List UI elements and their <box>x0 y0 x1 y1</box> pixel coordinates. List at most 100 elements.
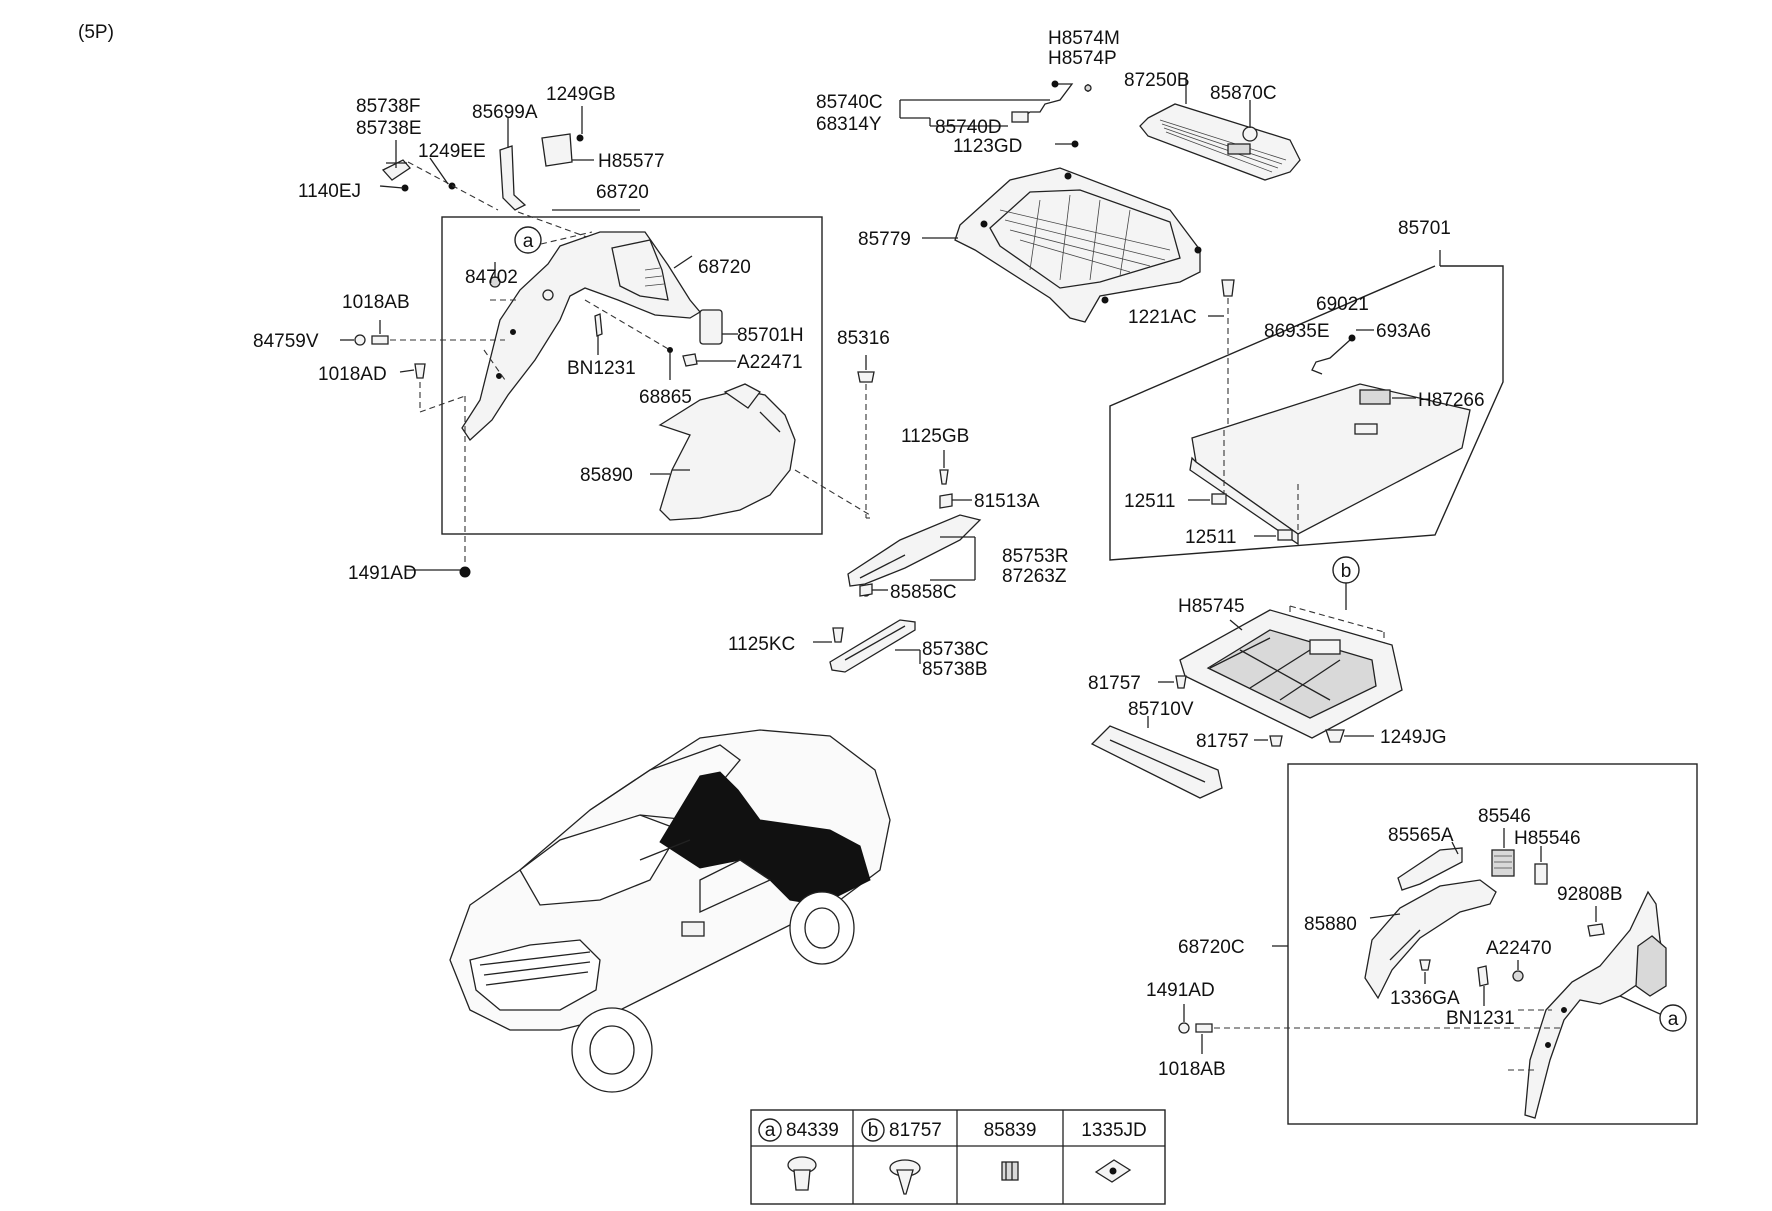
label-85779: 85779 <box>858 229 911 250</box>
cover-h85546 <box>1534 863 1548 885</box>
clip-85316 <box>857 371 875 383</box>
label-81757-a: 81757 <box>1088 673 1141 694</box>
bracket-h85577 <box>541 106 594 167</box>
callout-a-right-text: a <box>1668 1009 1679 1030</box>
clip-81757-a <box>1175 675 1187 689</box>
label-12511-b: 12511 <box>1185 527 1236 548</box>
clip-12511-b <box>1277 529 1293 541</box>
legend-code-84339: 84339 <box>786 1120 839 1141</box>
legend-mark-b <box>861 1118 885 1142</box>
label-h87266: H87266 <box>1418 390 1485 411</box>
label-85870c: 85870C <box>1210 83 1277 104</box>
callout-b-text: b <box>1341 561 1352 582</box>
trim-85565a <box>1397 847 1463 891</box>
label-1125gb: 1125GB <box>901 426 969 447</box>
quarter-trim-68720 <box>461 231 701 441</box>
label-1018ab-left: 1018AB <box>342 292 410 313</box>
clip-81757-icon <box>889 1159 921 1195</box>
label-85699a: 85699A <box>472 102 538 123</box>
label-68720-top: 68720 <box>596 182 649 203</box>
floor-panel-box <box>1109 265 1504 561</box>
label-h8574m: H8574M <box>1048 28 1120 49</box>
tray-group: b <box>1090 556 1403 799</box>
label-85738e: 85738E <box>356 118 422 139</box>
label-a22470: A22470 <box>1486 938 1552 959</box>
label-85753r: 85753R <box>1002 546 1069 567</box>
clip-81513a <box>939 493 953 509</box>
label-1249jg: 1249JG <box>1380 727 1447 748</box>
label-1140ej: 1140EJ <box>298 181 361 202</box>
label-81757-b: 81757 <box>1196 731 1249 752</box>
plate-85710v <box>1090 725 1223 799</box>
bracket-85699a <box>499 118 527 211</box>
label-85738c: 85738C <box>922 639 989 660</box>
vehicle-illustration <box>449 729 891 1093</box>
callout-a-left-text: a <box>523 231 534 252</box>
wheelhouse-trim-85890 <box>658 383 871 521</box>
screw-1125kc <box>832 627 844 643</box>
vent-85546 <box>1491 849 1515 877</box>
label-1249gb: 1249GB <box>546 84 616 105</box>
label-69021: 69021 <box>1316 294 1369 315</box>
label-81513a: 81513A <box>974 491 1040 512</box>
clip-1491ad-right <box>1178 1022 1190 1034</box>
label-86935e: 86935E <box>1264 321 1330 342</box>
label-85858c: 85858C <box>890 582 957 603</box>
label-bn1231-left: BN1231 <box>567 358 636 379</box>
label-1491ad-left: 1491AD <box>348 563 417 584</box>
nut-bn1231-right <box>1477 965 1489 987</box>
clip-84339-icon <box>787 1156 817 1191</box>
label-85546: 85546 <box>1478 806 1531 827</box>
right-trim-box <box>1287 763 1698 1125</box>
label-85738f: 85738F <box>356 96 420 117</box>
label-h85577: H85577 <box>598 151 665 172</box>
legend-mark-a <box>758 1118 782 1142</box>
cap-85870c <box>1242 126 1258 142</box>
label-1336ga: 1336GA <box>1390 988 1460 1009</box>
center-parts-group <box>813 78 1301 673</box>
label-12511-a: 12511 <box>1124 491 1175 512</box>
label-1125kc: 1125KC <box>728 634 795 655</box>
label-1018ab-right: 1018AB <box>1158 1059 1226 1080</box>
label-1249ee: 1249EE <box>418 141 486 162</box>
net-mesh <box>999 194 1171 281</box>
screw-1221ac <box>1221 279 1235 297</box>
label-1018ad: 1018AD <box>318 364 387 385</box>
label-bn1231-right: BN1231 <box>1446 1008 1515 1029</box>
label-84702: 84702 <box>465 267 518 288</box>
label-87263z: 87263Z <box>1002 566 1067 587</box>
label-85701h: 85701H <box>737 325 804 346</box>
label-84759v: 84759V <box>253 331 319 352</box>
label-1491ad-right: 1491AD <box>1146 980 1215 1001</box>
clip-12511-a <box>1211 493 1227 505</box>
floor-panel-group <box>1109 250 1504 561</box>
cargo-tray-85779 <box>922 167 1202 323</box>
hook-86935e <box>1311 339 1351 375</box>
part-labels: 85738F 85738E 85699A 1249GB 1249EE H8557… <box>253 28 1623 1080</box>
clip-1491ad-left <box>459 566 471 578</box>
label-68314y: 68314Y <box>816 114 882 135</box>
label-85740c: 85740C <box>816 92 883 113</box>
label-92808b: 92808B <box>1557 884 1623 905</box>
cover-85701h <box>699 309 723 345</box>
screw-1125gb <box>939 469 949 485</box>
clip-85839-icon <box>1001 1161 1019 1181</box>
legend-mark-a-text: a <box>765 1120 776 1141</box>
label-85316: 85316 <box>837 328 890 349</box>
label-h85745: H85745 <box>1178 596 1245 617</box>
bracket-85738f <box>379 140 411 192</box>
label-68865: 68865 <box>639 387 692 408</box>
label-85710v: 85710V <box>1128 699 1194 720</box>
callout-a-right <box>1659 1004 1687 1032</box>
label-85740d: 85740D <box>935 117 1002 138</box>
legend-code-81757: 81757 <box>889 1120 942 1141</box>
clip-81757-b <box>1269 735 1283 747</box>
label-68720-side: 68720 <box>698 257 751 278</box>
rail-85738c <box>829 619 921 673</box>
label-87250b: 87250B <box>1124 70 1190 91</box>
right-quarter-trim-group <box>1178 763 1698 1125</box>
callout-a-left <box>514 226 542 254</box>
label-68720c: 68720C <box>1178 937 1245 958</box>
screw-1018ab-right <box>1195 1023 1213 1033</box>
